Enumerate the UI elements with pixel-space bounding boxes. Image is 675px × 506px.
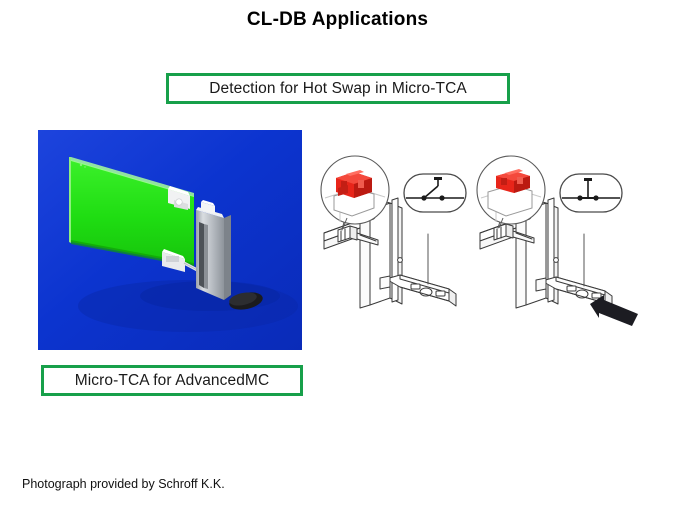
photograph-artwork xyxy=(38,130,302,350)
diagram-handle-open xyxy=(316,148,486,344)
callout-switch-symbol-closed xyxy=(559,173,623,213)
caption-box-micro-tca: Micro-TCA for AdvancedMC xyxy=(41,365,303,396)
caption-box-hot-swap-label: Detection for Hot Swap in Micro-TCA xyxy=(209,79,467,97)
page-title: CL-DB Applications xyxy=(246,9,429,30)
callout-switch-symbol-open xyxy=(403,173,467,213)
product-photograph xyxy=(38,130,302,350)
diagram-handle-open-artwork xyxy=(320,155,467,309)
insertion-arrow-icon xyxy=(590,295,638,326)
detector-switch-red xyxy=(496,169,530,193)
diagram-handle-closed xyxy=(472,148,642,344)
photo-credit: Photograph provided by Schroff K.K. xyxy=(22,477,225,491)
diagram-handle-closed-artwork xyxy=(476,155,638,326)
caption-box-hot-swap: Detection for Hot Swap in Micro-TCA xyxy=(166,73,510,104)
callout-circle-detector-switch xyxy=(476,155,546,229)
detector-switch-red xyxy=(336,170,372,198)
callout-circle-detector-switch xyxy=(320,155,390,229)
caption-box-micro-tca-label: Micro-TCA for AdvancedMC xyxy=(74,371,270,389)
